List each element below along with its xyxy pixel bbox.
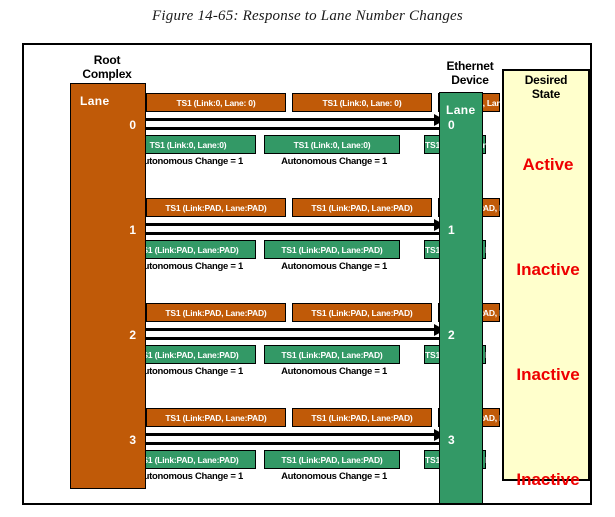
upstream-arrow-line [82,127,440,130]
ts1-packet-upstream: TS1 (Link:PAD, Lane:PAD) [264,240,400,259]
desired-state-heading-line1: Desired [524,73,568,87]
root-complex-lane-number-1: 1 [129,223,136,237]
desired-state-lane-2: Inactive [516,365,580,384]
ts1-packet-upstream: TS1 (Link:PAD, Lane:PAD) [264,450,400,469]
autonomous-change-label: Autonomous Change = 1 [137,471,243,482]
desired-state-heading-line2: State [531,87,561,101]
autonomous-change-label: Autonomous Change = 1 [281,366,387,377]
ts1-packet-upstream: TS1 (Link:PAD, Lane:PAD) [120,240,256,259]
ethernet-device-lane-number-2: 2 [448,328,455,342]
root-complex-lane-number-2: 2 [129,328,136,342]
upstream-arrow-line [82,442,440,445]
ethernet-device-lane-number-0: 0 [448,118,455,132]
upstream-arrow-line [82,337,440,340]
downstream-arrow-line [82,328,440,331]
root-complex-heading-line1: Root [93,53,121,67]
autonomous-change-label: Autonomous Change = 1 [281,261,387,272]
upstream-arrow-line [82,232,440,235]
downstream-arrow-line [82,118,440,121]
ts1-packet-downstream: TS1 (Link:PAD, Lane:PAD) [292,408,432,427]
ts1-packet-downstream: TS1 (Link:PAD, Lane:PAD) [292,303,432,322]
figure-caption: Figure 14-65: Response to Lane Number Ch… [152,8,463,24]
ethernet-device-lane-number-3: 3 [448,433,455,447]
root-complex-lane-number-3: 3 [129,433,136,447]
autonomous-change-label: Autonomous Change = 1 [137,261,243,272]
desired-state-lane-1: Inactive [516,260,580,279]
ethernet-device-lane-label: Lane [446,103,476,117]
ethernet-device-lane-number-1: 1 [448,223,455,237]
desired-state-lane-3: Inactive [516,470,580,489]
downstream-arrow-line [82,433,440,436]
desired-state-lane-0: Active [522,155,574,174]
ts1-packet-upstream: TS1 (Link:0, Lane:0) [264,135,400,154]
root-complex-lane-number-0: 0 [129,118,136,132]
ts1-packet-downstream: TS1 (Link:PAD, Lane:PAD) [146,408,286,427]
root-complex-bar: Lane 0 1 2 3 [70,83,146,489]
autonomous-change-label: Autonomous Change = 1 [137,156,243,167]
ethernet-device-heading-line1: Ethernet [446,59,494,73]
desired-state-heading: Desired State [502,73,590,101]
ts1-packet-upstream: TS1 (Link:PAD, Lane:PAD) [264,345,400,364]
root-complex-heading-line2: Complex [82,67,132,81]
ts1-packet-downstream: TS1 (Link:0, Lane: 0) [292,93,432,112]
desired-state-panel: Active Inactive Inactive Inactive [502,69,590,489]
ethernet-device-heading-line2: Device [451,73,489,87]
autonomous-change-label: Autonomous Change = 1 [281,471,387,482]
ts1-packet-downstream: TS1 (Link:PAD, Lane:PAD) [146,198,286,217]
autonomous-change-label: Autonomous Change = 1 [137,366,243,377]
ethernet-device-heading: Ethernet Device [416,59,524,87]
figure-frame: TS1 (Link:0, Lane: 0) TS1 (Link:0, Lane: … [22,43,592,505]
root-complex-lane-label: Lane [80,94,110,108]
ts1-packet-downstream: TS1 (Link:PAD, Lane:PAD) [146,303,286,322]
autonomous-change-label: Autonomous Change = 1 [281,156,387,167]
downstream-arrow-line [82,223,440,226]
root-complex-heading: Root Complex [52,53,162,81]
ethernet-device-bar: Lane 0 1 2 3 [439,92,483,503]
ts1-packet-downstream: TS1 (Link:PAD, Lane:PAD) [292,198,432,217]
ts1-packet-downstream: TS1 (Link:0, Lane: 0) [146,93,286,112]
